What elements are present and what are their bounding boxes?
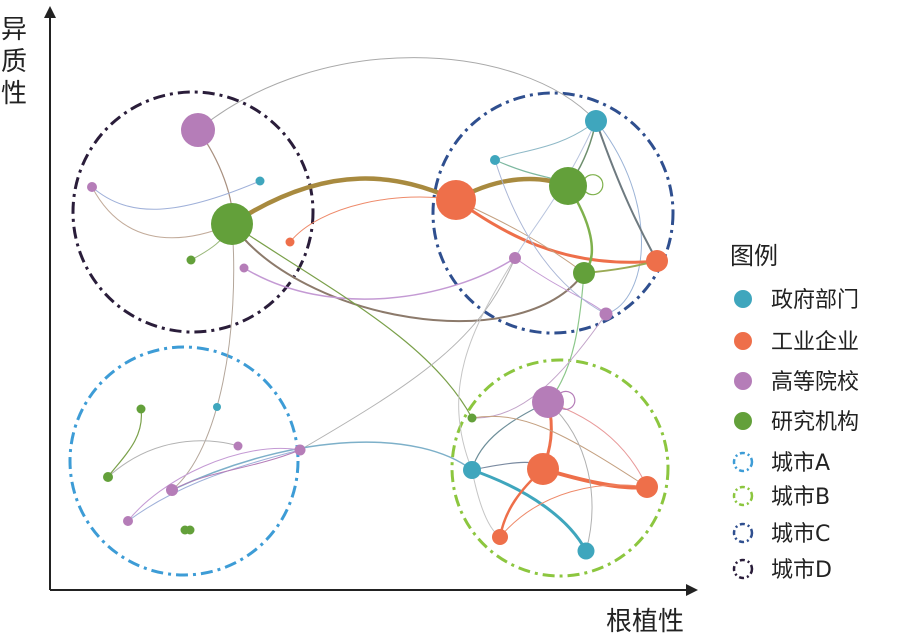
edge: [494, 159, 607, 315]
node-university: [509, 252, 521, 264]
edge: [171, 223, 235, 491]
legend-city-a-swatch: [732, 451, 754, 473]
legend-research-label: 研究机构: [771, 410, 859, 435]
city-a-boundary: [68, 345, 300, 577]
edge: [595, 120, 658, 262]
edge: [458, 257, 516, 471]
legend-industry-label: 工业企业: [771, 330, 859, 355]
legend-city-b-swatch: [732, 485, 754, 507]
legend-government-swatch: [734, 290, 752, 308]
edge: [171, 449, 301, 491]
edge: [107, 408, 142, 478]
node-research: [549, 167, 587, 205]
legend-city-c-label: 城市C: [771, 522, 830, 547]
city-c-boundary: [431, 91, 675, 335]
node-government: [490, 155, 500, 165]
node-university: [181, 113, 215, 147]
legend-research-swatch: [734, 412, 752, 430]
edge: [231, 223, 585, 322]
node-university: [166, 484, 178, 496]
node-industry: [636, 476, 658, 498]
edge: [171, 441, 473, 491]
legend-city-b-label: 城市B: [771, 485, 830, 510]
node-research: [467, 413, 477, 423]
network-nodes: [87, 110, 668, 560]
node-research: [185, 525, 195, 535]
edge: [229, 176, 459, 227]
node-industry: [492, 529, 508, 545]
legend-city-d-swatch: [732, 558, 754, 580]
edge: [514, 120, 597, 259]
y-axis-label-char-3: 性: [1, 79, 27, 109]
edge: [514, 257, 607, 315]
legend: 图例 政府部门 工业企业 高等院校 研究机构 城市A 城市B 城市C 城市D: [730, 242, 859, 583]
edge: [499, 484, 648, 538]
edge: [91, 186, 233, 239]
edge: [91, 180, 261, 210]
city-d-boundary: [71, 90, 315, 334]
node-government: [463, 461, 481, 479]
edge: [595, 120, 642, 315]
node-government: [577, 542, 595, 560]
edge: [127, 449, 301, 522]
node-industry: [285, 237, 295, 247]
node-university: [532, 386, 564, 418]
edge: [470, 468, 588, 553]
node-university: [599, 307, 613, 321]
legend-government-label: 政府部门: [771, 288, 859, 313]
edge: [299, 257, 516, 451]
node-research: [136, 404, 146, 414]
edge: [494, 120, 597, 161]
legend-industry-swatch: [734, 332, 752, 350]
legend-city-a-label: 城市A: [771, 451, 830, 476]
network-edges: [91, 57, 659, 553]
legend-university-label: 高等院校: [771, 370, 859, 395]
edge: [471, 415, 648, 488]
edge: [557, 390, 576, 411]
edge: [547, 401, 648, 488]
x-axis-label: 根植性: [606, 607, 684, 637]
node-university: [239, 263, 249, 273]
node-industry: [436, 180, 476, 220]
node-research: [573, 262, 595, 284]
y-axis-label-char-2: 质: [1, 47, 27, 77]
node-research: [103, 472, 113, 482]
edge: [583, 174, 604, 196]
edge: [107, 440, 239, 478]
legend-city-c-swatch: [732, 522, 754, 544]
city-b-boundary: [450, 358, 670, 578]
node-government: [255, 176, 265, 186]
node-government: [585, 110, 607, 132]
edge: [197, 57, 597, 131]
node-research: [186, 255, 196, 265]
node-university: [294, 444, 306, 456]
edge: [289, 196, 457, 243]
edge: [231, 223, 473, 419]
edge: [243, 257, 516, 300]
node-industry: [527, 453, 559, 485]
legend-title: 图例: [730, 242, 778, 270]
edge: [454, 198, 659, 264]
node-university: [233, 441, 243, 451]
y-axis-label-char-1: 异: [1, 15, 27, 45]
edge: [127, 448, 301, 522]
node-research: [211, 203, 253, 245]
node-government: [213, 403, 221, 411]
edge: [547, 401, 593, 552]
node-industry: [646, 250, 668, 272]
legend-city-d-label: 城市D: [771, 558, 832, 583]
node-university: [123, 516, 133, 526]
node-university: [87, 182, 97, 192]
legend-university-swatch: [734, 372, 752, 390]
